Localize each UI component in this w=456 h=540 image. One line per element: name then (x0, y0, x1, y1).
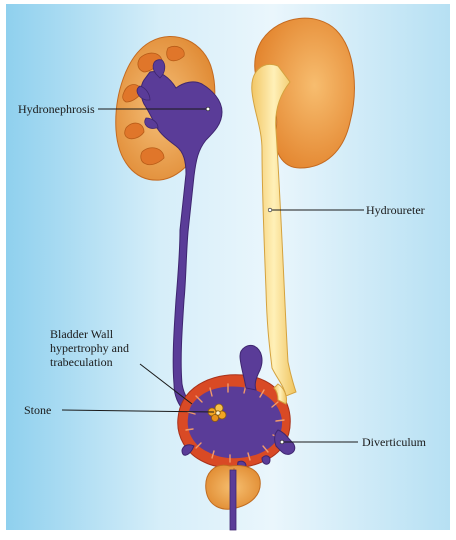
label-diverticulum: Diverticulum (362, 435, 426, 449)
label-hydroureter: Hydroureter (366, 203, 425, 217)
bladder-lumen (188, 387, 282, 459)
label-hydronephrosis: Hydronephrosis (18, 102, 95, 116)
label-bladder-wall: Bladder Wall hypertrophy and trabeculati… (50, 327, 155, 369)
label-stone: Stone (24, 403, 51, 417)
urethra (230, 470, 236, 530)
diverticulum-small-right (262, 456, 270, 464)
